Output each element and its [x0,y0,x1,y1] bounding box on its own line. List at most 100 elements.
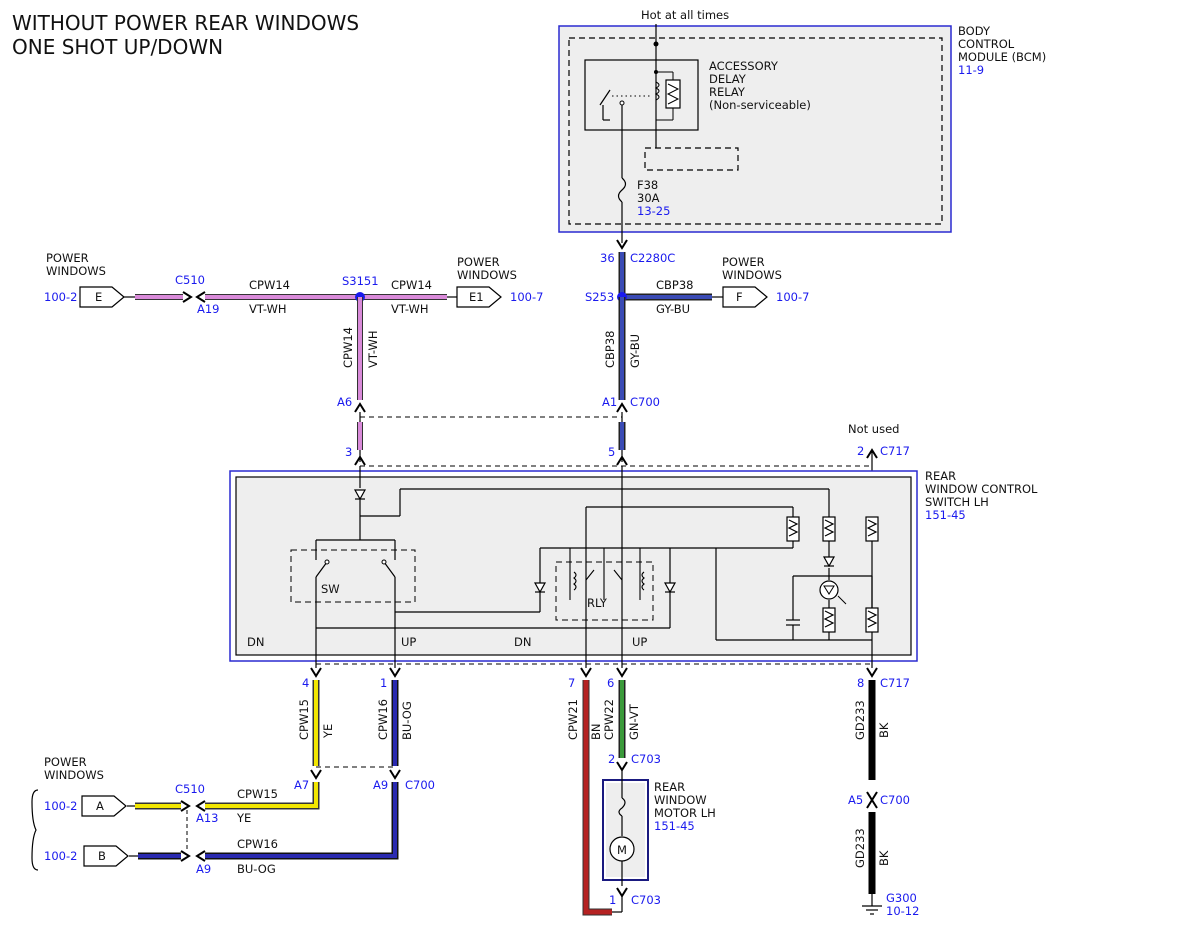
offpage-e-letter: E [95,290,102,304]
up-label-right: UP [632,635,647,649]
switch-name-3: SWITCH LH [925,495,989,509]
motor-name-1: REAR [654,780,685,794]
switch-ref: 151-45 [925,508,966,522]
pin3-arrow [354,455,366,466]
gybu-label-v: GY-BU [628,334,642,368]
offpage-e1-flag [456,286,502,308]
switch-resistors [786,516,879,633]
a1-label: A1 [602,395,617,409]
diode-left [533,582,547,594]
relay-label-3: RELAY [709,85,746,99]
fuse-rating: 30A [637,191,660,205]
pin2-c703-arrow [616,761,628,772]
bn-label: BN [589,724,603,741]
pw-e1-label-1: POWER [457,255,500,269]
a13-label: A13 [196,811,219,825]
pin8-label: 8 [857,676,864,690]
motor-name-3: MOTOR LH [654,806,716,820]
c2280c-terminal-arrow [616,239,628,250]
c510-bottom-label: C510 [175,782,205,796]
c717-top-label: C717 [880,444,910,458]
a9-bottom-label: A9 [196,862,211,876]
pw-e-label-1: POWER [46,251,89,265]
a1-arrow [616,402,628,413]
gnvt-label: GN-VT [627,703,641,740]
buog-label-h: BU-OG [237,862,276,876]
c703-bottom-label: C703 [631,893,661,907]
switch-name-2: WINDOW CONTROL [925,482,1038,496]
cbp38-label-v: CBP38 [603,331,617,369]
cpw14-label-right: CPW14 [391,278,432,292]
offpage-a-flag [81,795,127,817]
offpage-f-flag [722,286,768,308]
c510-bot-arrow-a-left [180,800,191,812]
a7-label: A7 [294,778,309,792]
motor-letter: M [617,843,627,857]
pw-ab-label-1: POWER [44,755,87,769]
a9-mid-label: A9 [373,778,388,792]
switch-internal-wiring [315,466,873,668]
c510-bot-arrow-a-right [195,800,206,812]
c510-top-arrow-right [195,291,206,303]
c717-bottom-label: C717 [880,676,910,690]
bk-label-upper: BK [877,722,891,738]
pin1-c703-label: 1 [609,893,616,907]
not-used-label: Not used [848,422,899,436]
g300-ref: 10-12 [886,904,919,918]
offpage-b-flag [83,845,129,867]
offpage-a-ref: 100-2 [44,799,77,813]
vtwh-label-left: VT-WH [249,302,287,316]
a5-label: A5 [848,793,863,807]
c510-top-label: C510 [175,273,205,287]
pin7-label: 7 [568,676,575,690]
wire-cpw21 [582,680,612,916]
gd233-label-lower: GD233 [853,828,867,868]
s3151-label: S3151 [342,274,379,288]
diagram-title-line2: ONE SHOT UP/DOWN [12,35,223,59]
motor-ref: 151-45 [654,819,695,833]
led-light-ray [837,595,847,605]
relay-label-2: DELAY [709,72,747,86]
pin3-label: 3 [345,445,352,459]
offpage-e-flag [79,286,125,308]
cpw16-label-h: CPW16 [237,837,278,851]
offpage-a-letter: A [96,799,104,813]
led-diode-symbol [823,585,835,595]
relay-coil-winding [654,81,660,101]
relay-coil-zigzag [666,83,680,105]
offpage-b-ref: 100-2 [44,849,77,863]
motor-inner-box [606,783,645,877]
buog-label-v: BU-OG [400,701,414,740]
rly-internal [569,548,645,600]
ground-symbol [862,905,882,915]
dn-label-left: DN [247,635,264,649]
offpage-e1-letter: E1 [469,290,484,304]
diode-led-feed [822,556,836,568]
fuse-ref: 13-25 [637,204,670,218]
bottom-pin-arrows [310,667,878,678]
pin1-label: 1 [380,676,387,690]
c510-bot-arrow-b-left [180,850,191,862]
sw-contact-2 [381,559,387,565]
ye-label-v: YE [321,724,335,739]
accessory-relay-box [584,59,699,131]
rly-dashed-box [555,561,654,621]
g300-label: G300 [886,891,917,905]
a6-arrow [354,402,366,413]
diagram-title-line1: WITHOUT POWER REAR WINDOWS [12,11,359,35]
cpw16-label-v: CPW16 [376,699,390,740]
relay-label-4: (Non-serviceable) [709,98,811,112]
pin5-arrow [616,455,628,466]
hot-feed-junction [653,41,659,47]
pin2-c717-label: 2 [857,444,864,458]
vtwh-label-right: VT-WH [391,302,429,316]
fuse-id: F38 [637,178,658,192]
offpage-f-ref: 100-7 [776,290,809,304]
cpw14-label-left: CPW14 [249,278,290,292]
c700-top-label: C700 [630,395,660,409]
cpw14-label-vertical: CPW14 [341,327,355,368]
bcm-name-2: CONTROL [958,37,1015,51]
c700-mid-label: C700 [405,778,435,792]
pin5-label: 5 [608,445,615,459]
ye-label-h: YE [236,811,251,825]
